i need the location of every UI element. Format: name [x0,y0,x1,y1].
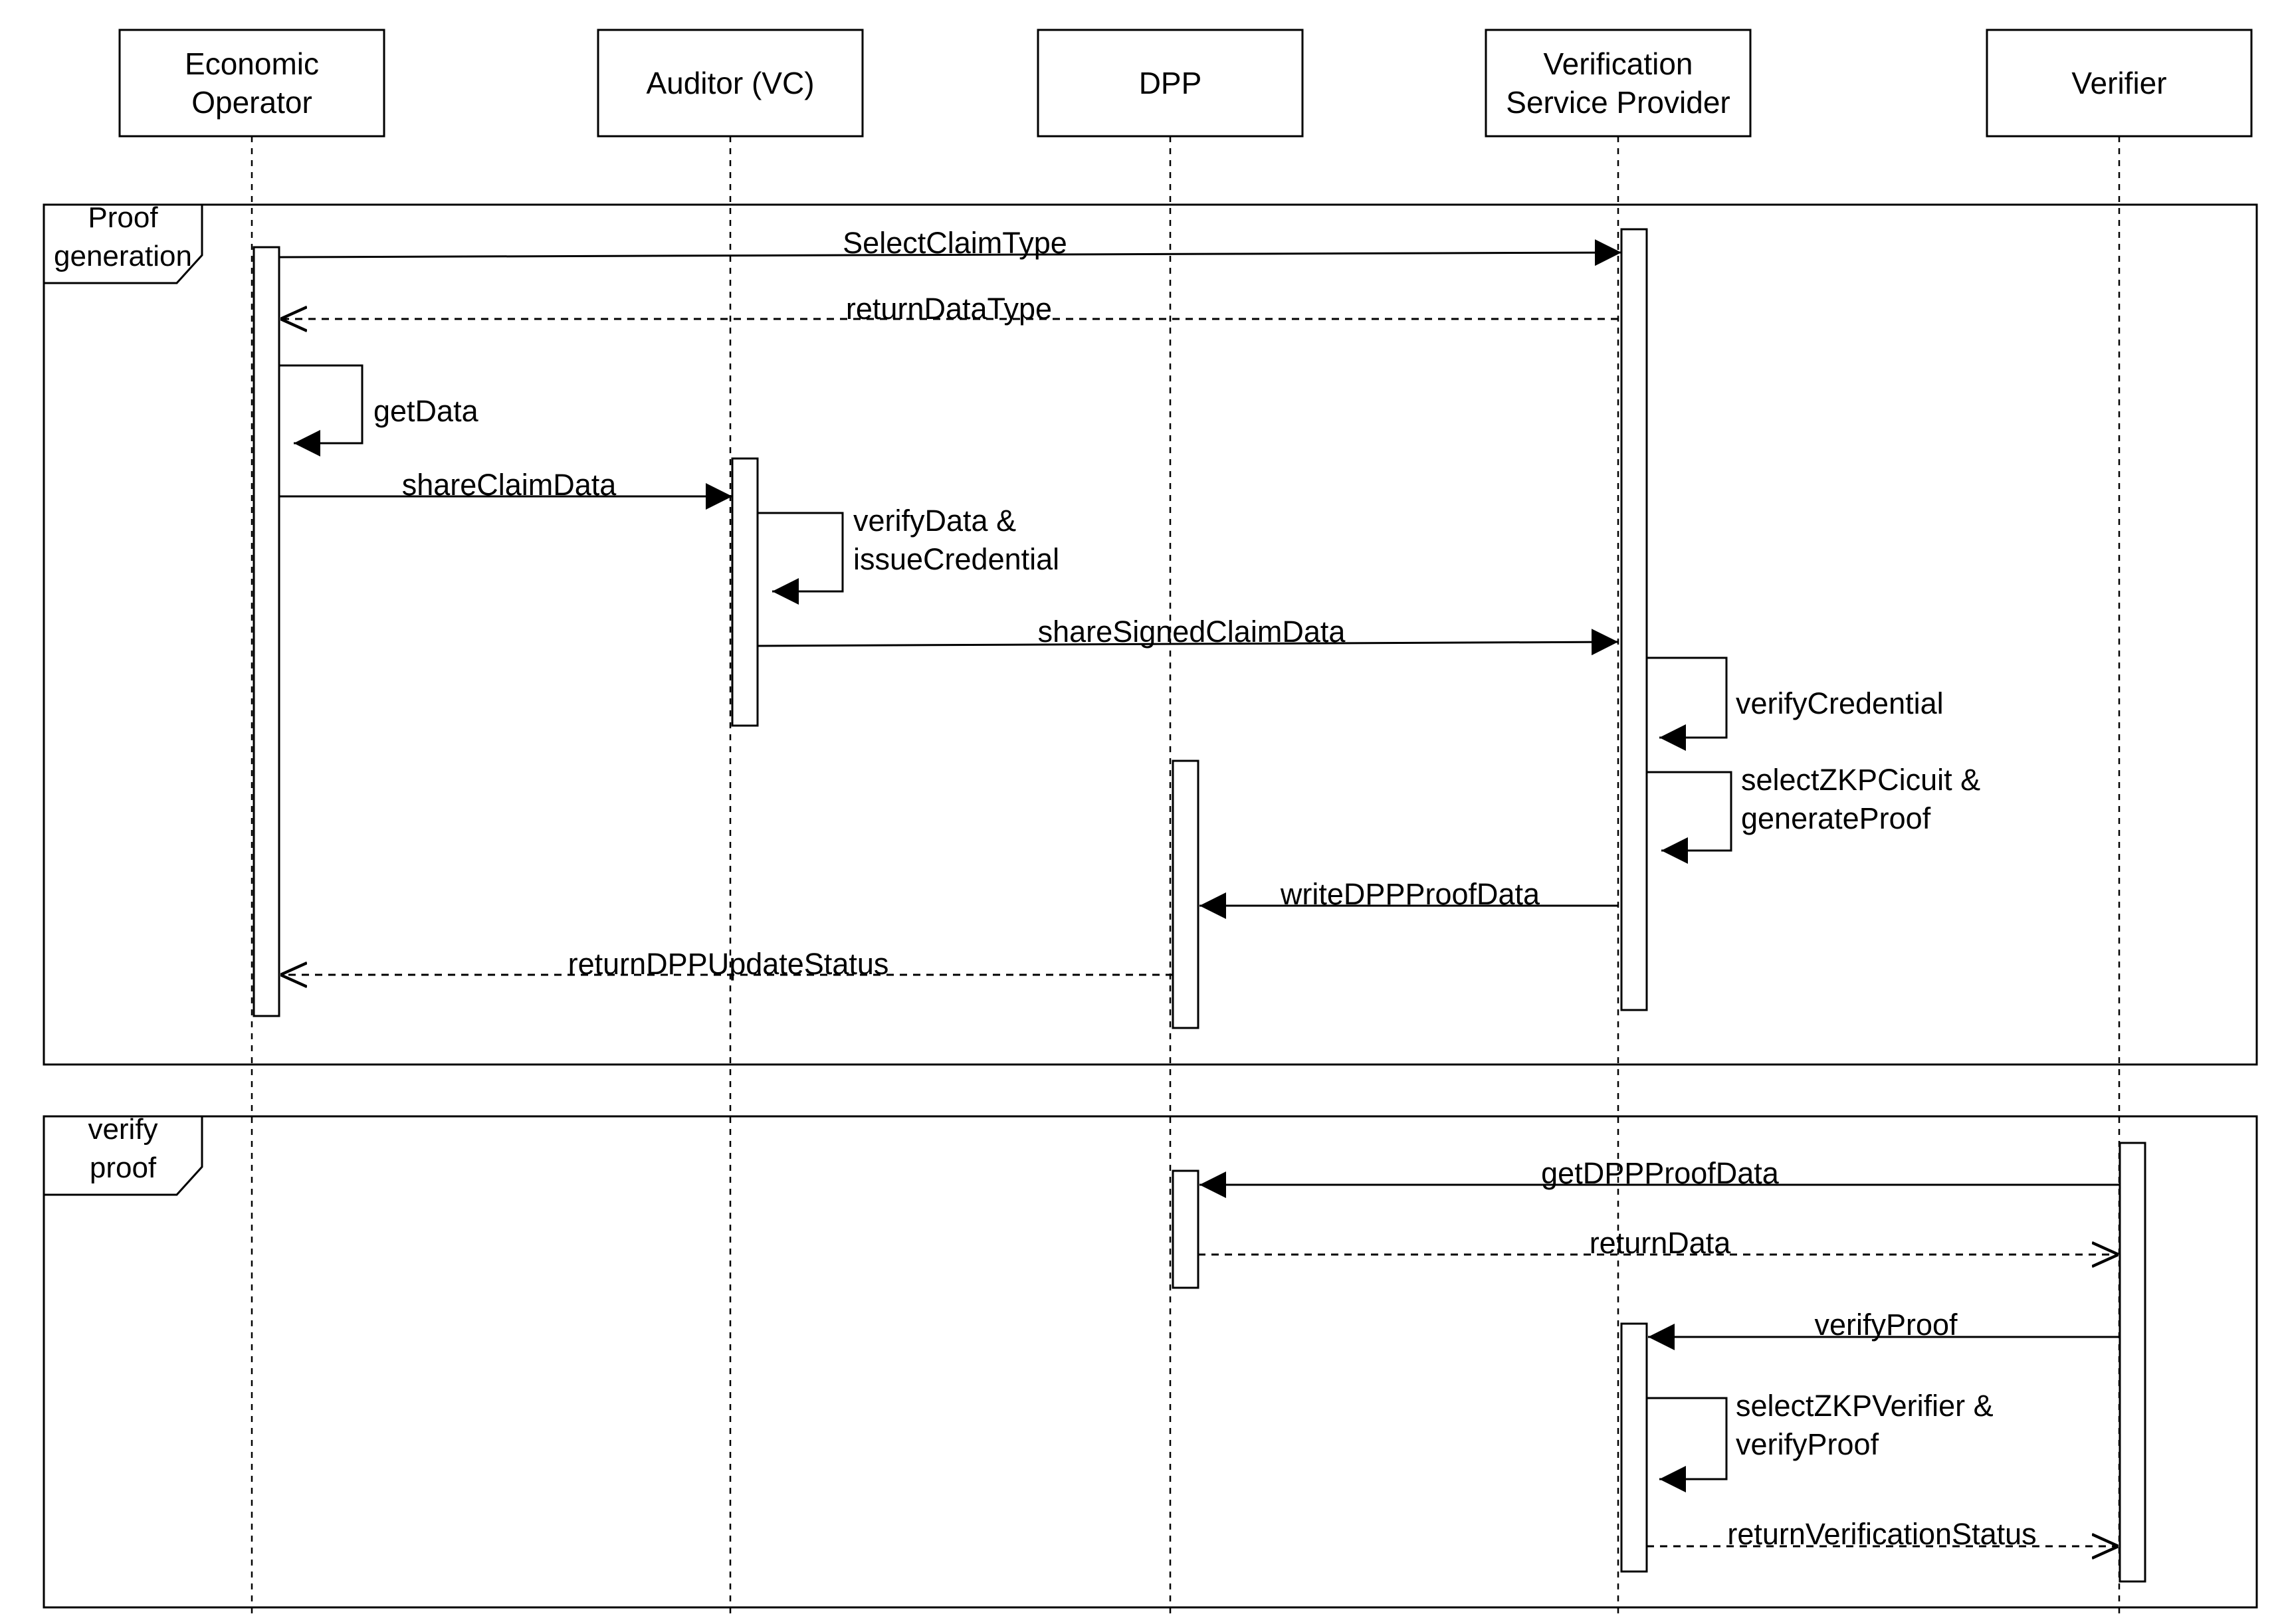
message-arrow-select-zkp-circuit-generate-proof [1647,771,1732,864]
message-arrow-share-signed-claim-data [757,629,1619,656]
message-label-write-dpp-proof-data: writeDPPProofData [1280,877,1540,911]
activation-bar-verifier [2119,1142,2146,1583]
message-label-select-claim-type: SelectClaimType [843,226,1067,260]
message-label-share-claim-data: shareClaimData [402,468,617,502]
message-label-select-zkp-verifier-verify-proof: selectZKPVerifier &verifyProof [1736,1389,1994,1461]
participant-label: DPP [1139,66,1202,100]
message-label-return-verification-status: returnVerificationStatus [1727,1517,2036,1551]
participant-label: Auditor (VC) [646,66,814,100]
message-arrow-verify-data-issue-credential [758,512,844,605]
message-label-get-data: getData [373,394,479,428]
participant-label: Verifier [2071,66,2166,100]
message-label-verify-data-issue-credential: verifyData &issueCredential [853,504,1059,576]
message-label-get-dpp-proof-data: getDPPProofData [1541,1156,1780,1190]
message-label-select-zkp-circuit-generate-proof: selectZKPCicuit &generateProof [1741,763,1980,835]
message-label-verify-credential: verifyCredential [1736,686,1944,720]
activation-bar-dpp-verify [1172,1169,1199,1289]
message-arrow-verify-credential [1647,657,1728,751]
message-label-return-data-type: returnDataType [846,292,1052,326]
participant-verifier: Verifier [1986,29,2253,138]
message-label-return-data: returnData [1590,1226,1732,1260]
participant-auditor: Auditor (VC) [597,29,864,138]
message-arrow-select-zkp-verifier-verify-proof [1647,1397,1728,1492]
activation-bar-dpp [1172,760,1199,1029]
activation-bar-economic-operator [253,246,280,1017]
participant-dpp: DPP [1037,29,1304,138]
activation-bar-auditor [731,457,759,727]
message-arrow-get-data [279,364,363,457]
message-arrow-select-claim-type [278,239,1622,266]
message-label-verify-proof: verifyProof [1814,1308,1958,1342]
message-label-share-signed-claim-data: shareSignedClaimData [1038,615,1346,649]
activation-bar-verification-service-provider [1620,228,1648,1011]
message-label-return-dpp-update-status: returnDPPUpdateStatus [568,947,889,981]
activation-bar-verification-service-provider-verify [1620,1322,1648,1573]
